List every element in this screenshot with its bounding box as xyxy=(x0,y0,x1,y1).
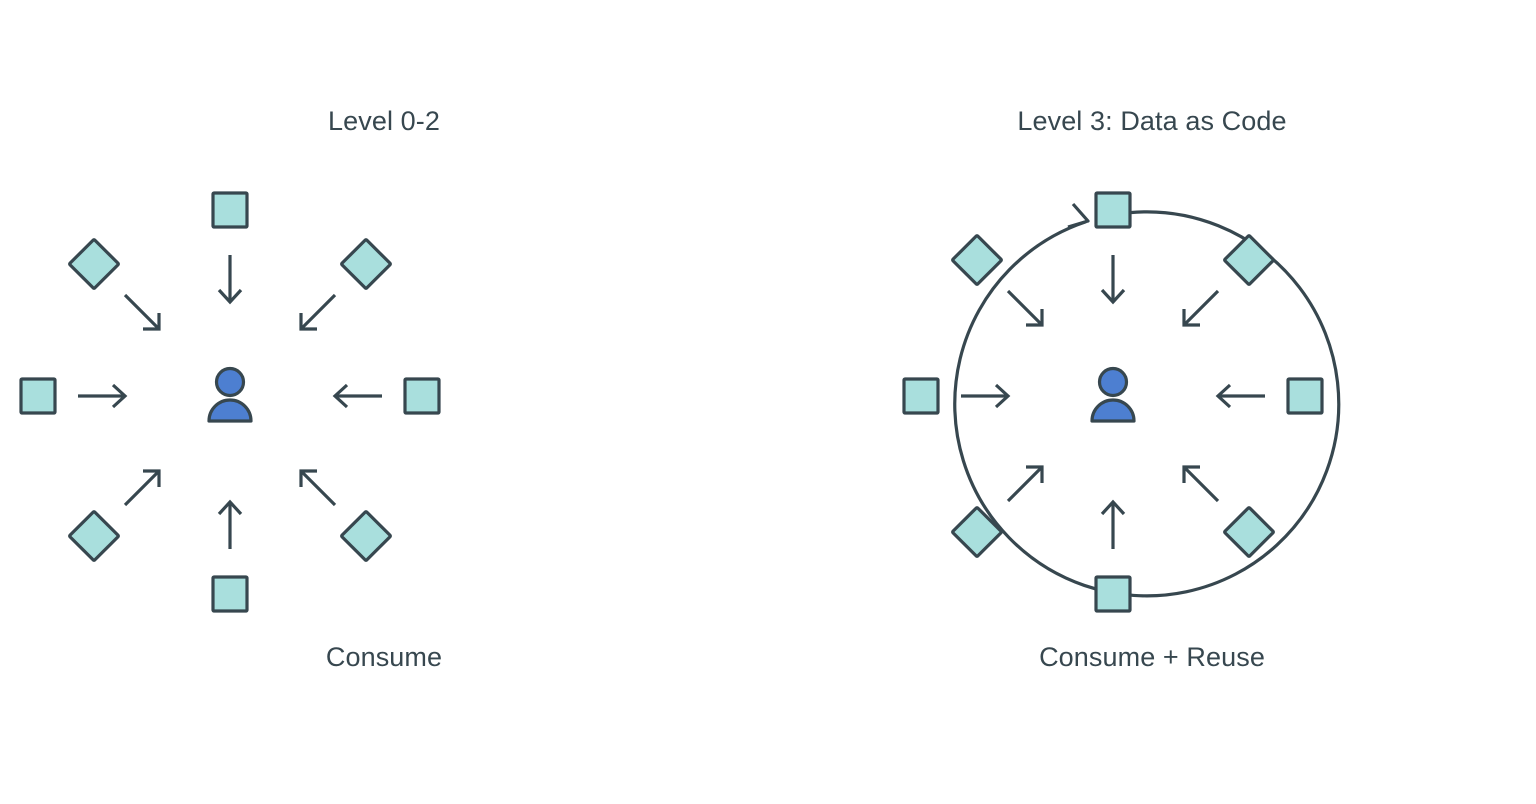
arrow-down-left-icon xyxy=(1182,289,1220,327)
node-square-bottom[interactable] xyxy=(211,575,249,613)
arrow-up-icon xyxy=(217,499,243,549)
node-square-top[interactable] xyxy=(1094,191,1132,229)
person-icon xyxy=(207,366,253,423)
arrow-up-left-icon xyxy=(299,469,337,507)
node-square-left[interactable] xyxy=(902,377,940,415)
arrow-left-icon xyxy=(332,383,382,409)
node-diamond-bottom-left[interactable] xyxy=(950,505,1004,559)
node-square-right[interactable] xyxy=(403,377,441,415)
node-diamond-bottom-right[interactable] xyxy=(339,509,393,563)
arrow-right-icon xyxy=(961,383,1011,409)
arrow-up-icon xyxy=(1100,499,1126,549)
node-square-left[interactable] xyxy=(19,377,57,415)
node-square-top[interactable] xyxy=(211,191,249,229)
arrow-up-right-icon xyxy=(1006,465,1044,503)
diagram-left xyxy=(19,191,441,613)
node-diamond-top-left[interactable] xyxy=(950,233,1004,287)
arrow-up-left-icon xyxy=(1182,465,1220,503)
arrow-down-icon xyxy=(217,255,243,305)
arrow-right-icon xyxy=(78,383,128,409)
reuse-ring xyxy=(953,202,1341,598)
panel-caption-left: Consume xyxy=(325,642,443,672)
arrow-down-right-icon xyxy=(123,293,161,331)
diagram-right xyxy=(902,191,1341,613)
panel-level-0-2: Level 0-2 xyxy=(19,106,443,672)
node-square-bottom[interactable] xyxy=(1094,575,1132,613)
panel-title-right: Level 3: Data as Code xyxy=(1017,106,1287,136)
arrow-down-icon xyxy=(1100,255,1126,305)
arrow-down-right-icon xyxy=(1006,289,1044,327)
node-diamond-bottom-left[interactable] xyxy=(67,509,121,563)
node-diamond-top-right[interactable] xyxy=(339,237,393,291)
node-diamond-top-right[interactable] xyxy=(1222,233,1276,287)
node-diamond-top-left[interactable] xyxy=(67,237,121,291)
arrow-left-icon xyxy=(1215,383,1265,409)
arrow-up-right-icon xyxy=(123,469,161,507)
panel-title-left: Level 0-2 xyxy=(328,106,440,136)
person-icon xyxy=(1090,366,1136,423)
arrow-down-left-icon xyxy=(299,293,337,331)
node-diamond-bottom-right[interactable] xyxy=(1222,505,1276,559)
node-square-right[interactable] xyxy=(1286,377,1324,415)
panel-level-3: Level 3: Data as Code xyxy=(768,0,1536,804)
panel-caption-right: Consume + Reuse xyxy=(1039,642,1265,672)
